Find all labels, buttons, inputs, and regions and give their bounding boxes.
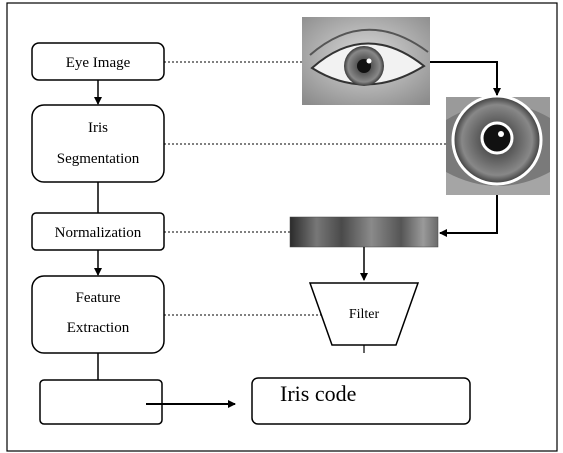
iris-segmentation-label-line1: Iris <box>88 120 108 136</box>
iris-segmentation-step: Iris Segmentation <box>31 104 165 183</box>
normalization-label: Normalization <box>55 225 142 241</box>
filter-label: Filter <box>349 307 380 322</box>
iris-segmentation-label-line2: Segmentation <box>57 151 140 167</box>
normalization-step: Normalization <box>31 212 165 251</box>
iris-code-output: Iris code <box>251 377 471 425</box>
feature-extraction-step: Feature Extraction <box>31 275 165 354</box>
arrow-segmented-to-strip <box>439 195 498 237</box>
filter-block: Filter <box>308 282 420 346</box>
arrow-eye-to-segmented <box>430 61 501 96</box>
normalized-iris-strip <box>289 216 439 248</box>
eye-image-label: Eye Image <box>66 55 131 71</box>
eye-photo <box>302 17 430 105</box>
segmented-iris-photo <box>446 94 550 195</box>
outer-frame <box>6 2 558 452</box>
eye-image-step: Eye Image <box>31 42 165 81</box>
iris-code-label: Iris code <box>280 381 356 406</box>
feature-extraction-label-line2: Extraction <box>67 320 130 336</box>
feature-extraction-label-line1: Feature <box>76 290 121 306</box>
encoding-step <box>39 379 163 425</box>
